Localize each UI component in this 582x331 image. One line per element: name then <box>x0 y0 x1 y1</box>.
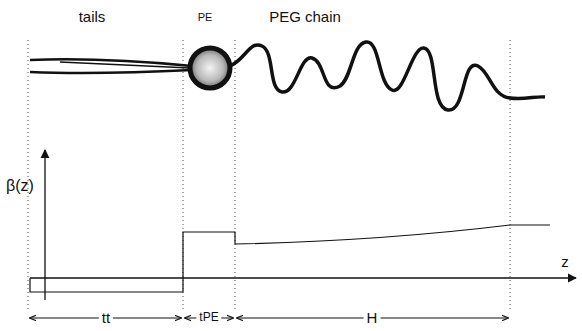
axis-label: z <box>561 254 569 271</box>
pe-headgroup <box>190 48 230 88</box>
beta-profile <box>30 225 550 292</box>
axis-label: β(z) <box>6 177 34 195</box>
part-label: PE <box>198 11 213 23</box>
divider-line <box>28 40 510 312</box>
part-label: tails <box>79 9 106 26</box>
lipid-tails <box>30 59 192 73</box>
dimension-label: tt <box>99 310 113 327</box>
dimension-label: H <box>364 310 381 327</box>
part-label: PEG chain <box>269 9 341 26</box>
peg-chain <box>230 42 545 110</box>
z-axis <box>30 277 576 278</box>
dimension-label: tPE <box>196 311 221 324</box>
